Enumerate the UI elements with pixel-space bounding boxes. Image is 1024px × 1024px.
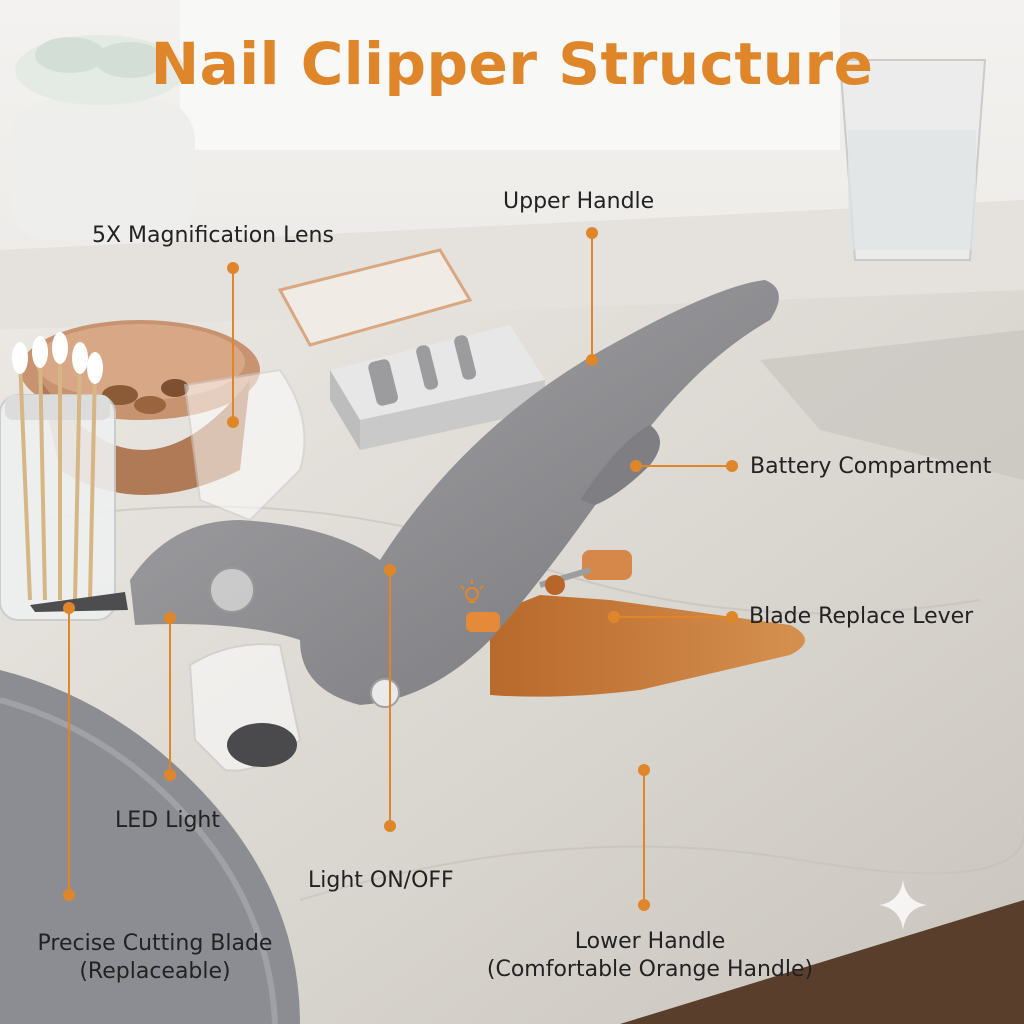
blade-replace-lever-shape (582, 550, 632, 580)
magnification-lens-shape (183, 368, 306, 522)
label-lower-handle-line1: Lower Handle (574, 929, 726, 954)
label-cutting-blade-line1: Precise Cutting Blade (37, 931, 273, 956)
label-cutting-blade-line2: (Replaceable) (79, 959, 231, 984)
light-bulb-icon (460, 580, 484, 603)
lower-orange-handle (490, 595, 805, 697)
callout-led (164, 612, 176, 781)
replacement-blade-box (277, 248, 545, 450)
water-glass (838, 59, 987, 261)
callout-lower-handle (638, 764, 650, 911)
label-light-on-off: Light ON/OFF (308, 868, 454, 893)
callout-light-switch (384, 564, 396, 832)
light-switch-shape (466, 612, 500, 632)
label-lower-handle: Lower Handle (Comfortable Orange Handle) (440, 928, 860, 984)
cotton-swab-jar (0, 332, 116, 621)
cutting-blade-shape (30, 592, 128, 612)
window-light (180, 0, 840, 150)
label-lower-handle-line2: (Comfortable Orange Handle) (486, 957, 814, 982)
label-upper-handle: Upper Handle (503, 189, 655, 214)
sparkle-icon (879, 880, 927, 930)
callout-lens (227, 262, 239, 428)
callout-blade-lever (608, 611, 738, 623)
callout-cutting-blade (63, 602, 75, 901)
callout-upper-handle (586, 227, 598, 366)
gray-towel (0, 670, 300, 1024)
label-battery-compartment: Battery Compartment (750, 454, 992, 479)
label-led-light: LED Light (115, 808, 220, 833)
upper-gray-handle (130, 280, 779, 705)
sink-edge (760, 330, 1024, 480)
battery-compartment-shape (580, 425, 660, 505)
nail-clipper (30, 280, 805, 772)
page-title: Nail Clipper Structure (150, 30, 874, 98)
wood-base (620, 900, 1024, 1024)
label-magnification-lens: 5X Magnification Lens (92, 223, 334, 248)
callout-battery (630, 460, 738, 472)
label-cutting-blade: Precise Cutting Blade (Replaceable) (0, 930, 310, 986)
succulent-plant (10, 35, 195, 240)
label-blade-replace-lever: Blade Replace Lever (749, 604, 974, 629)
